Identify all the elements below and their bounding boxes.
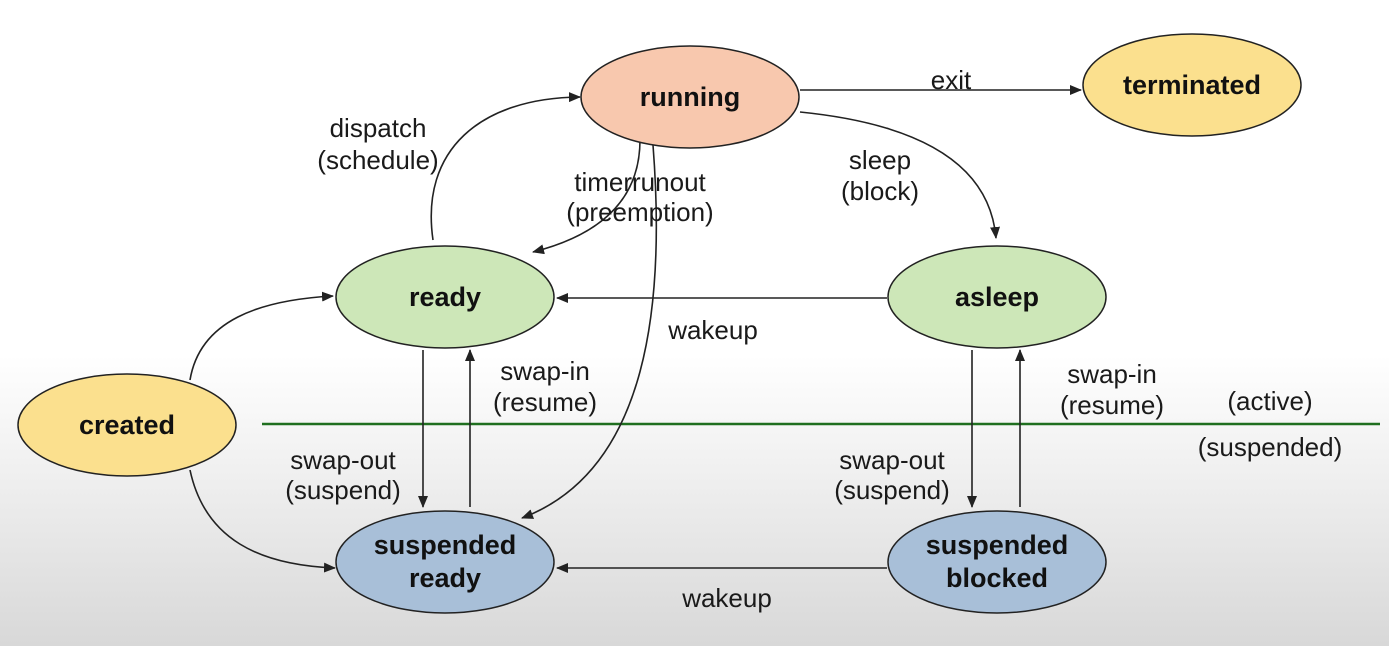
label-wakeup-suspended: wakeup: [681, 583, 772, 613]
label-sleep-block: (block): [841, 176, 919, 206]
label-wakeup-active: wakeup: [667, 315, 758, 345]
region-label-active: (active): [1227, 386, 1312, 416]
label-timerrunout-preemption: (preemption): [566, 197, 713, 227]
node-asleep: asleep: [887, 245, 1107, 349]
edge-labels: dispatch (schedule) exit timerrunout (pr…: [285, 65, 1342, 613]
node-running: running: [580, 45, 800, 149]
node-suspended-blocked-line1: suspended: [926, 530, 1069, 560]
label-timerrunout: timerrunout: [574, 167, 706, 197]
node-running-label: running: [640, 82, 740, 112]
label-swap-in-left-resume: (resume): [493, 387, 597, 417]
node-ready: ready: [335, 245, 555, 349]
label-exit: exit: [931, 65, 972, 95]
edge-dispatch: [430, 92, 581, 241]
label-dispatch-schedule: (schedule): [317, 145, 438, 175]
node-suspended-ready: suspended ready: [335, 510, 555, 614]
node-suspended-blocked-line2: blocked: [946, 563, 1048, 593]
node-suspended-ready-line2: ready: [409, 563, 481, 593]
label-swap-out-left-suspend: (suspend): [285, 475, 401, 505]
node-terminated-label: terminated: [1123, 70, 1261, 100]
node-created-label: created: [79, 410, 175, 440]
node-asleep-label: asleep: [955, 282, 1039, 312]
node-terminated: terminated: [1082, 33, 1302, 137]
label-swap-out-right-suspend: (suspend): [834, 475, 950, 505]
label-swap-out-right: swap-out: [839, 445, 945, 475]
label-sleep: sleep: [849, 145, 911, 175]
region-label-suspended: (suspended): [1198, 432, 1343, 462]
edge-created-to-suspended-ready: [189, 469, 336, 573]
edge-sleep: [799, 111, 1001, 239]
node-created: created: [17, 373, 237, 477]
edge-created-to-ready: [189, 291, 334, 381]
label-swap-out-left: swap-out: [290, 445, 396, 475]
label-swap-in-right: swap-in: [1067, 359, 1157, 389]
node-ready-label: ready: [409, 282, 481, 312]
edge-timerrunout: [532, 139, 641, 255]
label-swap-in-right-resume: (resume): [1060, 390, 1164, 420]
label-dispatch: dispatch: [330, 113, 427, 143]
node-suspended-ready-line1: suspended: [374, 530, 517, 560]
edges: [189, 85, 1082, 573]
label-swap-in-left: swap-in: [500, 356, 590, 386]
node-suspended-blocked: suspended blocked: [887, 510, 1107, 614]
edge-running-to-suspended-ready: [521, 144, 658, 519]
